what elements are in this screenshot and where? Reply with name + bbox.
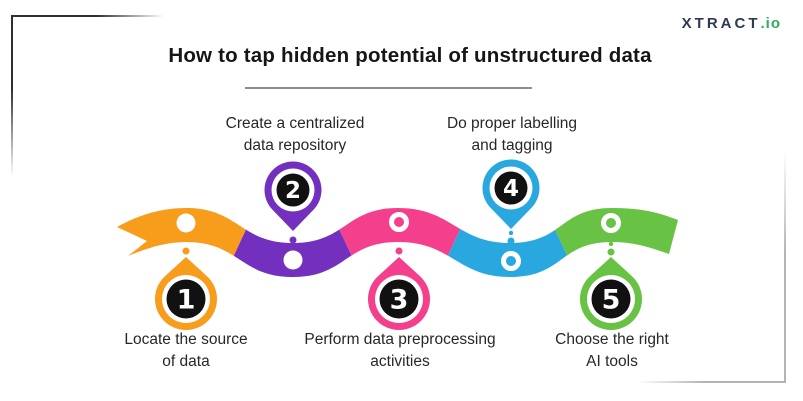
step-1-connector-dot bbox=[182, 247, 190, 255]
logo-text-main: XTRACT bbox=[681, 15, 761, 32]
step-1-label: Locate the source of data bbox=[86, 329, 286, 373]
step-3-number-badge bbox=[379, 279, 419, 319]
step-2-number-badge bbox=[276, 173, 310, 207]
step-2-band-dot bbox=[283, 250, 303, 270]
step-3-band-dot bbox=[389, 212, 409, 232]
step-2-marker: 2 bbox=[264, 161, 322, 270]
step-3-label: Perform data preprocessing activities bbox=[290, 329, 510, 373]
step-4-band-dot bbox=[501, 251, 521, 271]
step-3-label-line1: Perform data preprocessing bbox=[304, 331, 496, 348]
step-3-connector-dot bbox=[395, 247, 403, 255]
step-5-band-dot bbox=[601, 213, 621, 233]
step-2-label-line1: Create a centralized bbox=[225, 115, 365, 132]
step-5-number: 5 bbox=[602, 285, 621, 316]
step-3-marker: 3 bbox=[368, 212, 430, 330]
step-5-connector-dot-small bbox=[608, 241, 614, 247]
step-1-label-line1: Locate the source bbox=[124, 331, 248, 348]
step-1-marker: 1 bbox=[155, 213, 217, 330]
title-underline bbox=[245, 87, 532, 89]
step-5-label-line2: AI tools bbox=[586, 353, 638, 370]
step-5-number-badge bbox=[591, 279, 631, 319]
step-2-connector-dot bbox=[289, 236, 297, 244]
step-1-number-badge bbox=[166, 279, 206, 319]
step-2-label-line2: data repository bbox=[243, 137, 347, 154]
step-5-marker: 5 bbox=[579, 213, 642, 330]
step-5-connector-dot bbox=[607, 248, 615, 256]
step-5-label-line1: Choose the right bbox=[555, 331, 669, 348]
step-1-number: 1 bbox=[177, 285, 196, 316]
step-4-label-line2: and tagging bbox=[471, 137, 553, 154]
logo-text-suffix: .io bbox=[760, 15, 781, 32]
step-4-connector-dot-small bbox=[508, 230, 514, 236]
step-4-label: Do proper labelling and tagging bbox=[412, 113, 612, 157]
page-title: How to tap hidden potential of unstructu… bbox=[168, 44, 652, 67]
step-1-label-line2: of data bbox=[162, 353, 210, 370]
step-4-connector-dot bbox=[507, 237, 515, 245]
step-1-band-dot bbox=[176, 213, 196, 233]
step-5-label: Choose the right AI tools bbox=[512, 329, 712, 373]
step-3-number: 3 bbox=[390, 285, 409, 316]
step-3-label-line2: activities bbox=[370, 353, 430, 370]
step-4-marker: 4 bbox=[482, 159, 540, 271]
step-2-number: 2 bbox=[285, 178, 301, 204]
step-4-label-line1: Do proper labelling bbox=[446, 115, 578, 132]
xtract-logo: XTRACT.io bbox=[682, 15, 781, 32]
step-4-number: 4 bbox=[503, 176, 519, 202]
step-4-number-badge bbox=[494, 171, 528, 205]
step-2-label: Create a centralized data repository bbox=[195, 113, 395, 157]
